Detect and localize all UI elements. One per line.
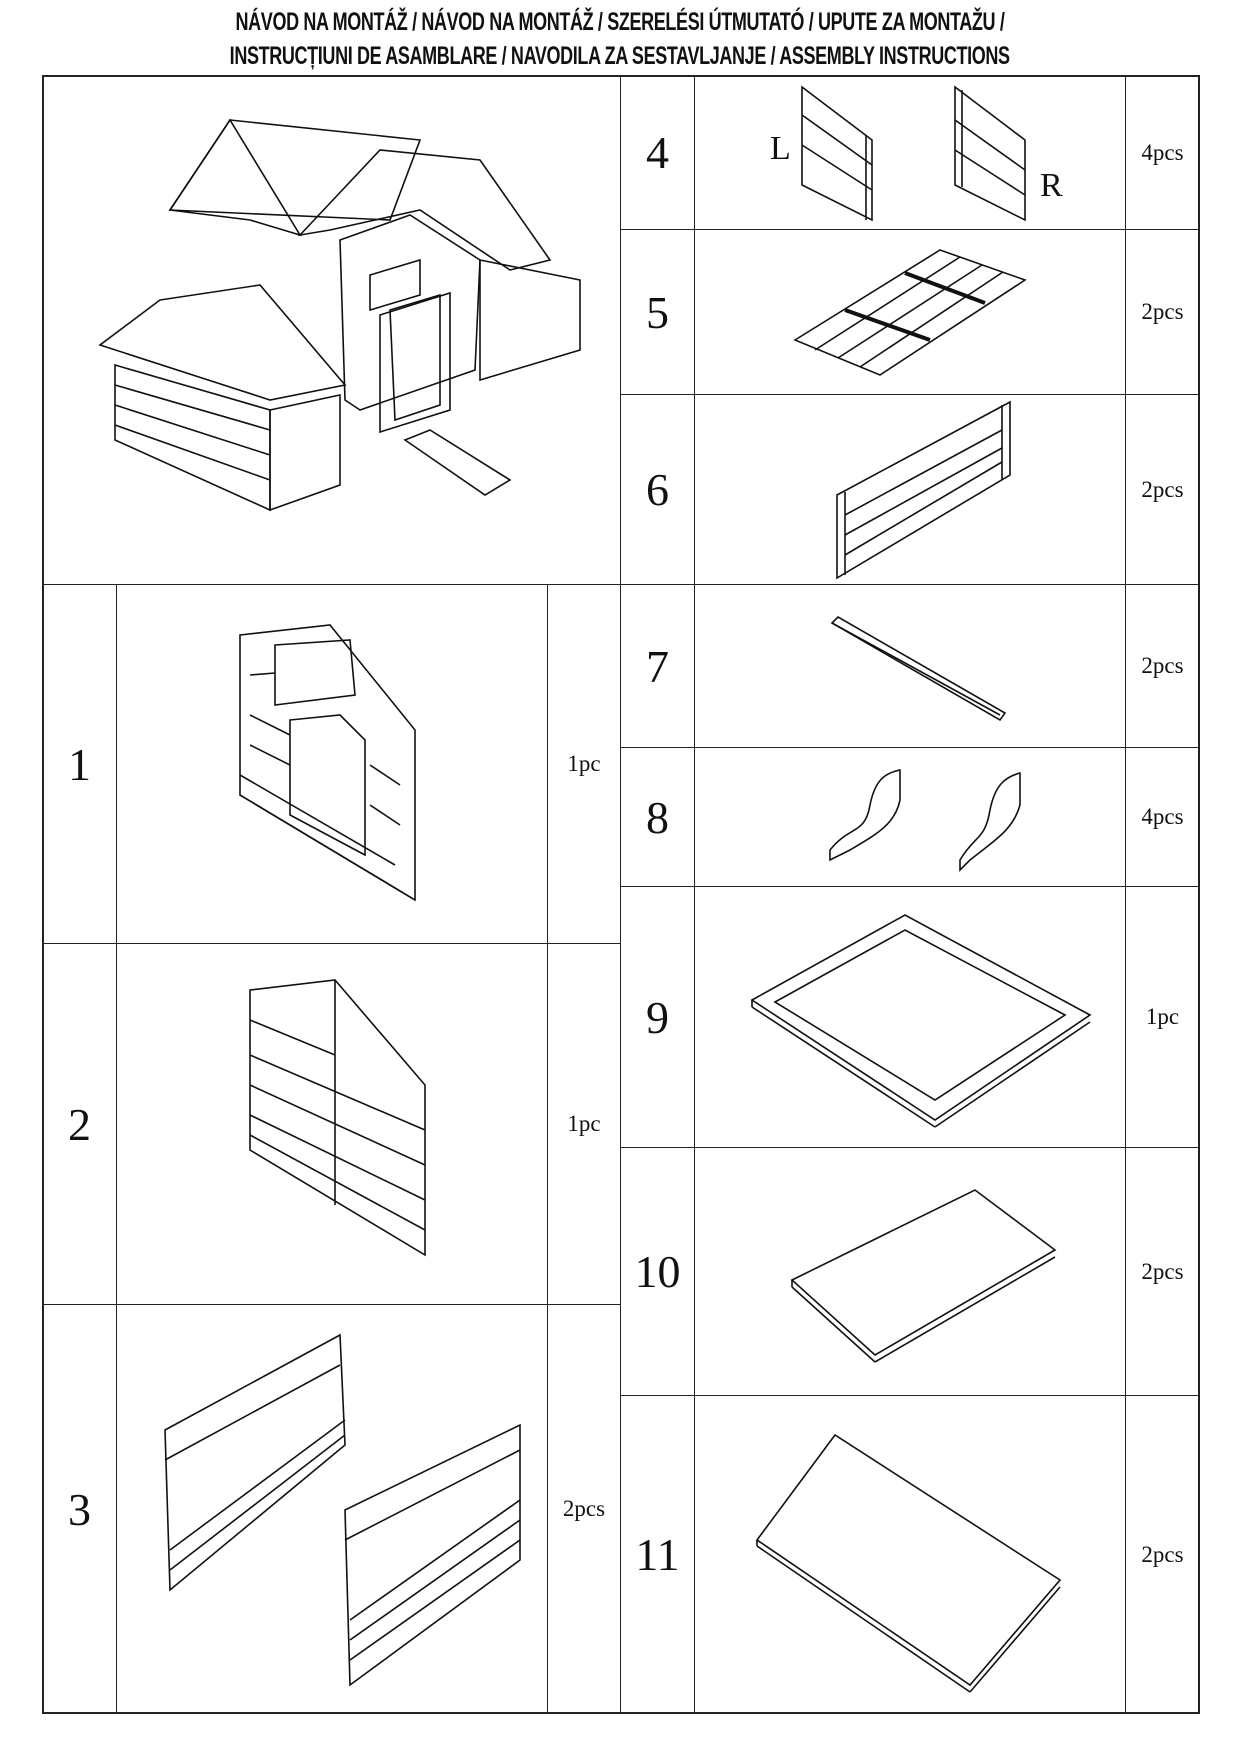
roof-panel-drawing (755, 1433, 1062, 1693)
nest-box-lid-drawing (790, 1189, 1057, 1363)
part-11-qty-cell (1125, 1395, 1200, 1714)
back-wall-drawing (249, 979, 426, 1257)
part-number: 11 (635, 1529, 680, 1580)
part-quantity: 2pcs (1141, 299, 1184, 324)
title-line-2: INSTRUCȚIUNI DE ASAMBLARE / NAVODILA ZA … (229, 42, 1011, 70)
base-frame-drawing (750, 914, 1092, 1128)
front-wall-door-drawing (239, 624, 416, 902)
floor-panel-drawing (793, 249, 1027, 376)
part-number: 4 (646, 127, 669, 178)
chicken-coop-assembled-drawing (98, 118, 581, 512)
part-quantity: 2pcs (1141, 476, 1184, 502)
part-quantity: 2pcs (1141, 1541, 1184, 1567)
side-walls-drawing (164, 1333, 521, 1687)
part-quantity: 1pc (1145, 1004, 1180, 1029)
right-label: R (1040, 167, 1063, 204)
wooden-strip-drawing (830, 616, 1007, 722)
part-number: 7 (646, 640, 669, 692)
part-quantity: 1pc (567, 1111, 601, 1136)
part-quantity: 4pcs (1141, 804, 1184, 829)
part-quantity: 2pcs (562, 1496, 606, 1521)
support-brackets-drawing (829, 769, 1021, 872)
part-number: 10 (634, 1246, 681, 1297)
side-panels-l-r-drawing (801, 85, 1026, 222)
part-number: 5 (646, 286, 669, 338)
part-number: 1 (68, 738, 91, 790)
title-line-1: NÁVOD NA MONTÁŽ / NÁVOD NA MONTÁŽ / SZER… (235, 8, 1005, 36)
part-quantity: 4pcs (1141, 139, 1184, 165)
part-quantity: 2pcs (1141, 653, 1184, 678)
part-number: 3 (68, 1483, 91, 1535)
part-number: 2 (68, 1098, 91, 1150)
left-label: L (770, 130, 791, 167)
part-number: 8 (646, 791, 669, 843)
part-quantity: 1pc (567, 751, 601, 776)
part-number: 9 (646, 991, 669, 1043)
nest-box-wall-drawing (836, 400, 1011, 580)
part-quantity: 2pcs (1141, 1258, 1184, 1284)
part-number: 6 (646, 464, 669, 515)
